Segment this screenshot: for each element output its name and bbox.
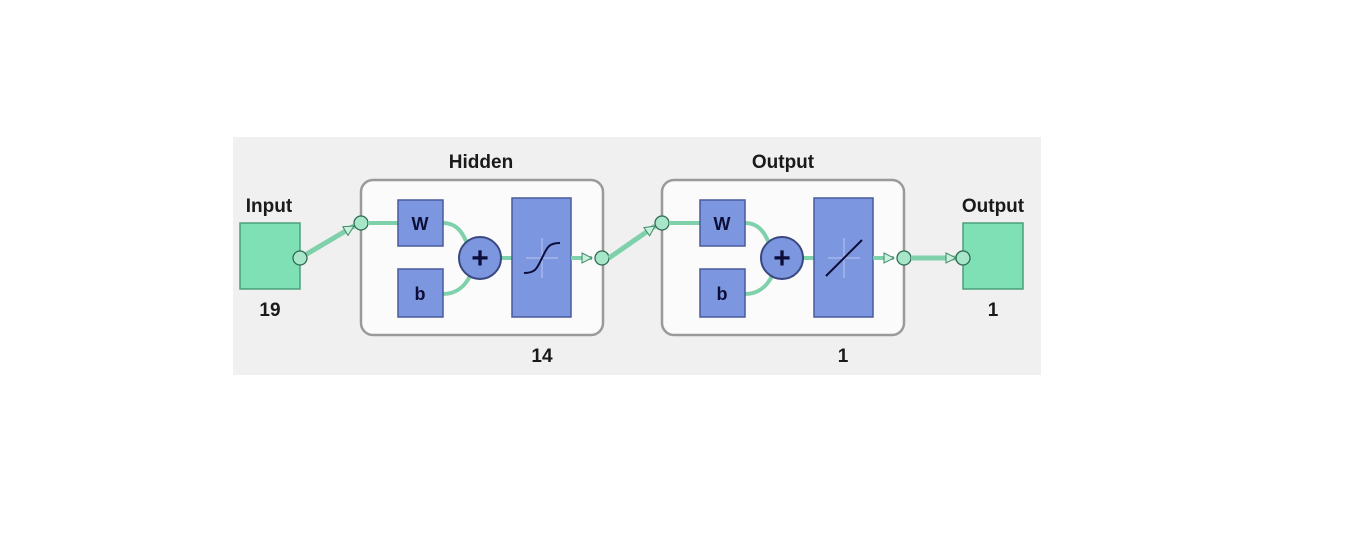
hidden-bias-block — [397, 268, 444, 318]
tansig-icon — [523, 238, 561, 278]
hidden-bias-label: b — [415, 284, 426, 304]
output-weight-block — [699, 199, 746, 247]
hidden-input-dot — [353, 215, 369, 231]
output-sum-symbol: + — [773, 242, 791, 275]
output-box-port-dot — [955, 250, 971, 266]
output-bias-to-sum-wire — [744, 275, 774, 296]
output-layer-label: Output — [752, 152, 815, 173]
hidden-layer-size: 14 — [531, 346, 553, 367]
output-box — [962, 222, 1024, 290]
hidden-bias-to-sum-wire — [442, 275, 472, 296]
output-layer-output-dot — [896, 250, 912, 266]
output-bias-label: b — [717, 284, 728, 304]
hidden-sum-symbol: + — [471, 242, 489, 275]
hidden-sum-node — [458, 236, 502, 280]
hidden-to-output-connector — [607, 223, 657, 261]
hidden-output-dot — [594, 250, 610, 266]
hidden-layer-label: Hidden — [449, 152, 513, 173]
input-box — [239, 222, 301, 290]
output-bias-block — [699, 268, 746, 318]
hidden-weight-label: W — [412, 214, 429, 234]
hidden-weight-block — [397, 199, 444, 247]
input-size: 19 — [259, 300, 280, 321]
purelin-icon — [825, 238, 863, 278]
input-label: Input — [246, 196, 293, 217]
output-layer-size: 1 — [838, 346, 849, 367]
output-size: 1 — [988, 300, 999, 321]
input-port-dot — [292, 250, 308, 266]
output-sum-node — [760, 236, 804, 280]
output-label: Output — [962, 196, 1025, 217]
input-to-hidden-connector — [298, 223, 356, 261]
output-weight-label: W — [714, 214, 731, 234]
output-layer-input-dot — [654, 215, 670, 231]
